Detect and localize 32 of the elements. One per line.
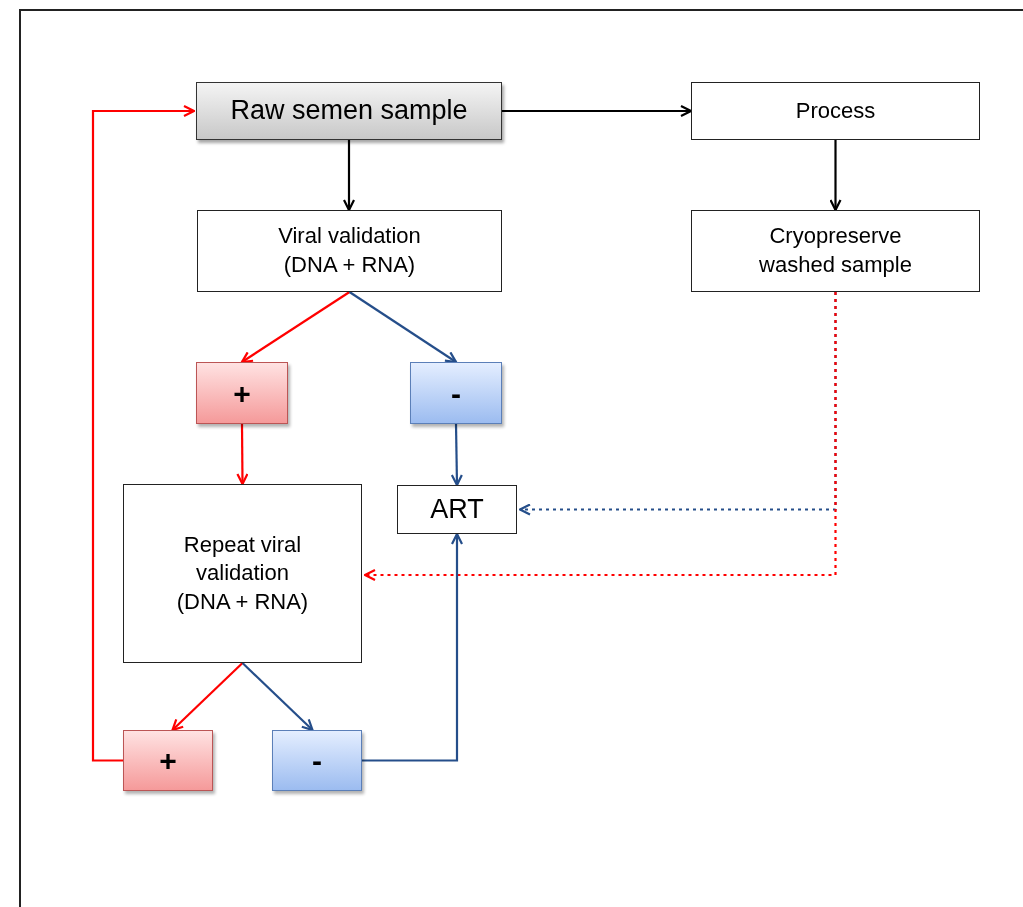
arrow	[342, 140, 356, 212]
process-box	[197, 210, 502, 292]
positive-result-box	[123, 730, 213, 791]
positive-result-box	[196, 362, 288, 424]
process-box	[123, 484, 362, 663]
node-label: -	[312, 743, 322, 779]
node-label: +	[159, 743, 177, 779]
node-label: Viral validation (DNA + RNA)	[277, 222, 422, 279]
arrow	[362, 532, 464, 762]
arrow	[502, 104, 693, 118]
arrow	[171, 662, 244, 732]
node-label: ART	[430, 492, 484, 526]
arrow	[236, 424, 249, 486]
negative-result-box	[272, 730, 362, 791]
arrow	[829, 140, 842, 212]
arrow	[348, 291, 458, 364]
node-label: Raw semen sample	[230, 94, 468, 128]
process-box	[397, 485, 517, 534]
arrow	[241, 662, 314, 732]
node-label: Repeat viral validation (DNA + RNA)	[175, 530, 310, 616]
arrow	[91, 104, 196, 762]
negative-result-box	[410, 362, 502, 424]
arrow	[240, 291, 351, 364]
node-label: +	[233, 375, 251, 412]
start-box	[196, 82, 502, 140]
node-label: -	[451, 375, 461, 412]
node-label: Process	[795, 96, 876, 125]
process-box	[691, 82, 980, 140]
arrow	[450, 424, 463, 487]
dotted-arrow	[363, 292, 837, 582]
node-label: Cryopreserve washed sample	[758, 222, 913, 279]
process-box	[691, 210, 980, 292]
